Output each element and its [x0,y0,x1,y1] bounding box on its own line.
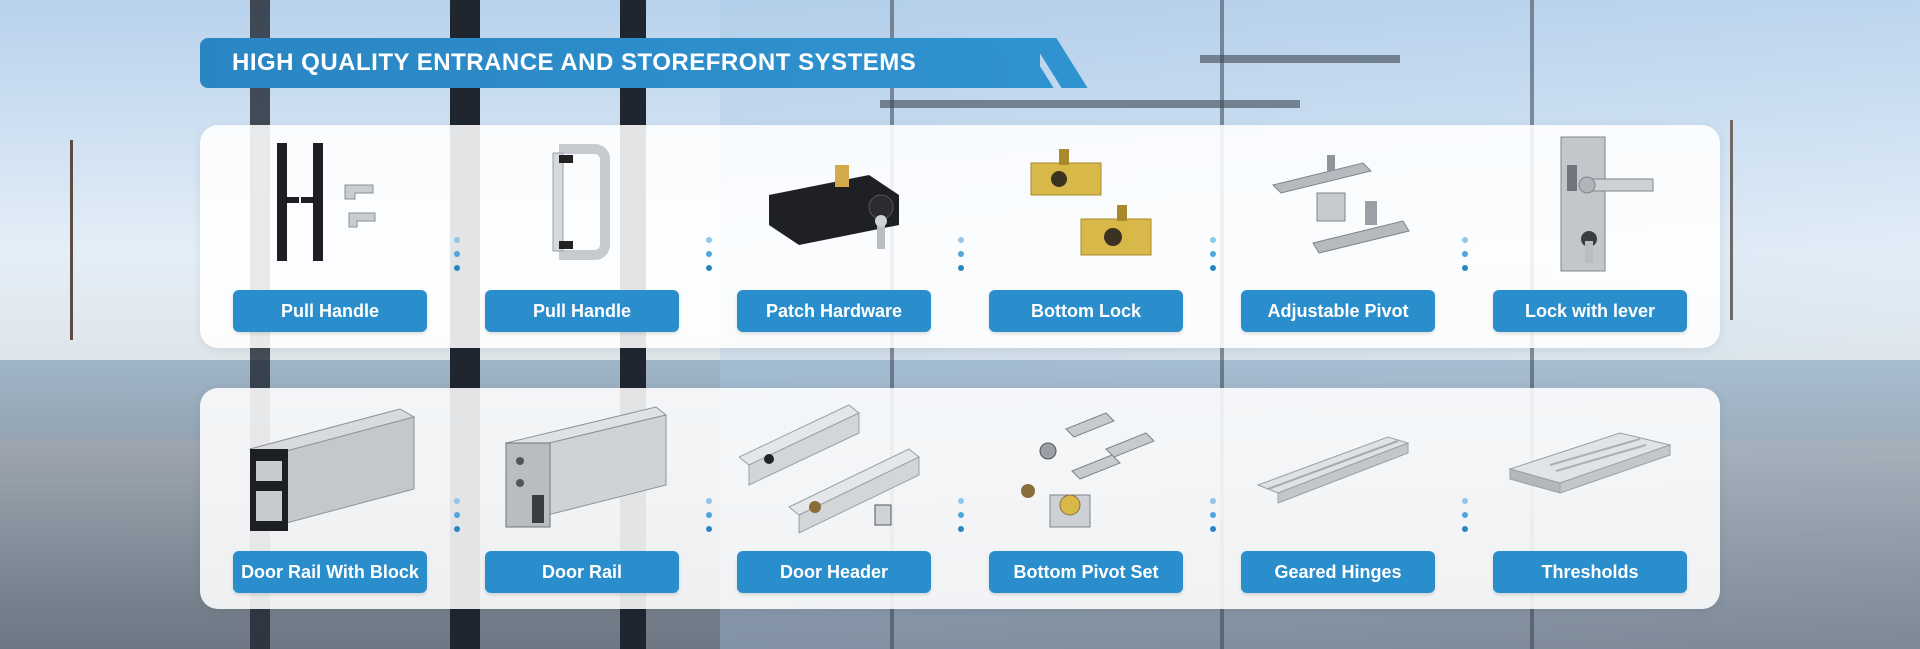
geared-hinges-button[interactable]: Geared Hinges [1241,551,1435,593]
separator-dots [454,498,460,540]
product-panel-bottom: Door Rail With Block Door Rail [200,388,1720,609]
separator-dots [1462,237,1468,279]
bare-tree [1730,120,1733,320]
separator-dots [958,498,964,540]
h-pull-handle-icon [233,130,427,280]
door-rail-with-block-button[interactable]: Door Rail With Block [233,551,427,593]
lock-with-lever-button[interactable]: Lock with lever [1493,290,1687,332]
separator-dots [958,237,964,279]
door-header-frame [1200,55,1400,63]
pull-handle-d-button[interactable]: Pull Handle [485,290,679,332]
patch-lock-icon [737,130,931,280]
door-rail-button[interactable]: Door Rail [485,551,679,593]
bottom-lock-button[interactable]: Bottom Lock [989,290,1183,332]
lever-lock-icon [1493,130,1687,280]
separator-dots [706,498,712,540]
pull-handle-button[interactable]: Pull Handle [233,290,427,332]
title-banner: HIGH QUALITY ENTRANCE AND STOREFRONT SYS… [200,38,1040,88]
door-header-frame [880,100,1300,108]
geared-hinge-icon [1241,394,1435,544]
pivot-set-icon [989,394,1183,544]
separator-dots [706,237,712,279]
bottom-pivot-set-button[interactable]: Bottom Pivot Set [989,551,1183,593]
door-header-icon [737,394,931,544]
separator-dots [1462,498,1468,540]
page-title: HIGH QUALITY ENTRANCE AND STOREFRONT SYS… [232,49,917,76]
door-rail-block-icon [233,394,427,544]
d-pull-handle-icon [485,130,679,280]
door-header-button[interactable]: Door Header [737,551,931,593]
adjustable-pivot-button[interactable]: Adjustable Pivot [1241,290,1435,332]
product-panel-top: Pull Handle Pull Handle [200,125,1720,348]
bottom-lock-icon [989,130,1183,280]
separator-dots [454,237,460,279]
separator-dots [1210,237,1216,279]
door-rail-icon [485,394,679,544]
thresholds-button[interactable]: Thresholds [1493,551,1687,593]
patch-hardware-button[interactable]: Patch Hardware [737,290,931,332]
bare-tree [70,140,73,340]
threshold-icon [1493,394,1687,544]
separator-dots [1210,498,1216,540]
pivot-icon [1241,130,1435,280]
